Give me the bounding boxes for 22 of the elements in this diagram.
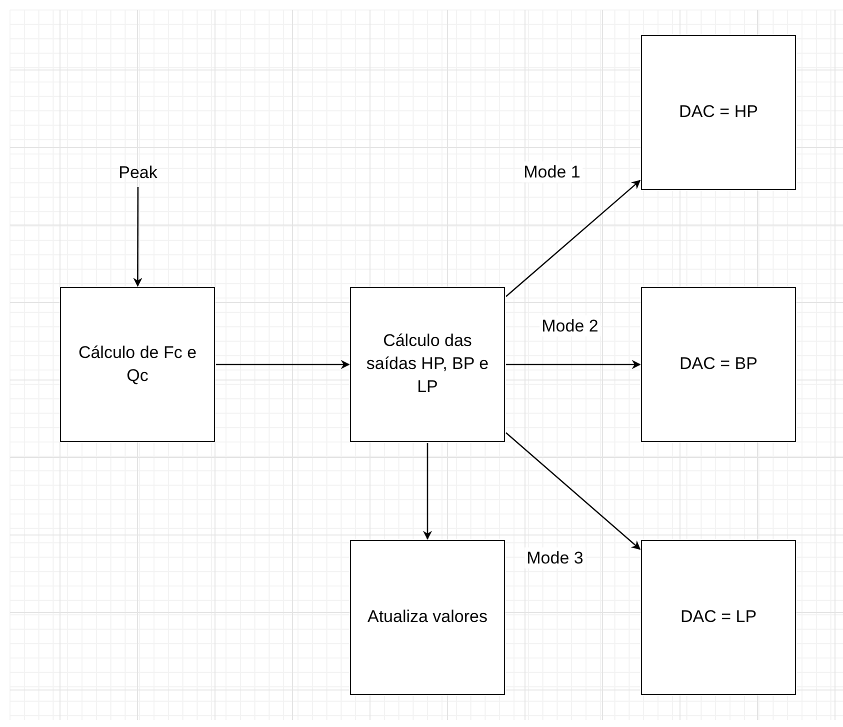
edge-label: Mode 1 — [522, 161, 582, 183]
box-text: DAC = BP — [680, 353, 758, 376]
box-text: Cálculo de Fc e Qc — [77, 342, 198, 386]
box-text: Cálculo das saídas HP, BP e LP — [365, 330, 490, 398]
box-text: DAC = LP — [680, 606, 757, 628]
arrow — [506, 180, 641, 298]
edge-label: Mode 3 — [524, 547, 586, 569]
process-box — [60, 287, 215, 442]
node-label: Peak — [108, 160, 168, 186]
process-box — [641, 35, 796, 190]
box-text: DAC = HP — [679, 101, 758, 124]
arrow — [506, 432, 641, 550]
edge-label: Mode 2 — [540, 315, 600, 337]
arrow — [506, 360, 641, 370]
arrow — [216, 360, 350, 370]
box-text: Atualiza valores — [367, 606, 488, 628]
process-box — [350, 540, 505, 695]
arrow — [133, 187, 142, 287]
process-box — [350, 287, 505, 442]
arrow — [422, 443, 432, 540]
process-box — [641, 287, 796, 442]
process-box — [641, 540, 796, 695]
